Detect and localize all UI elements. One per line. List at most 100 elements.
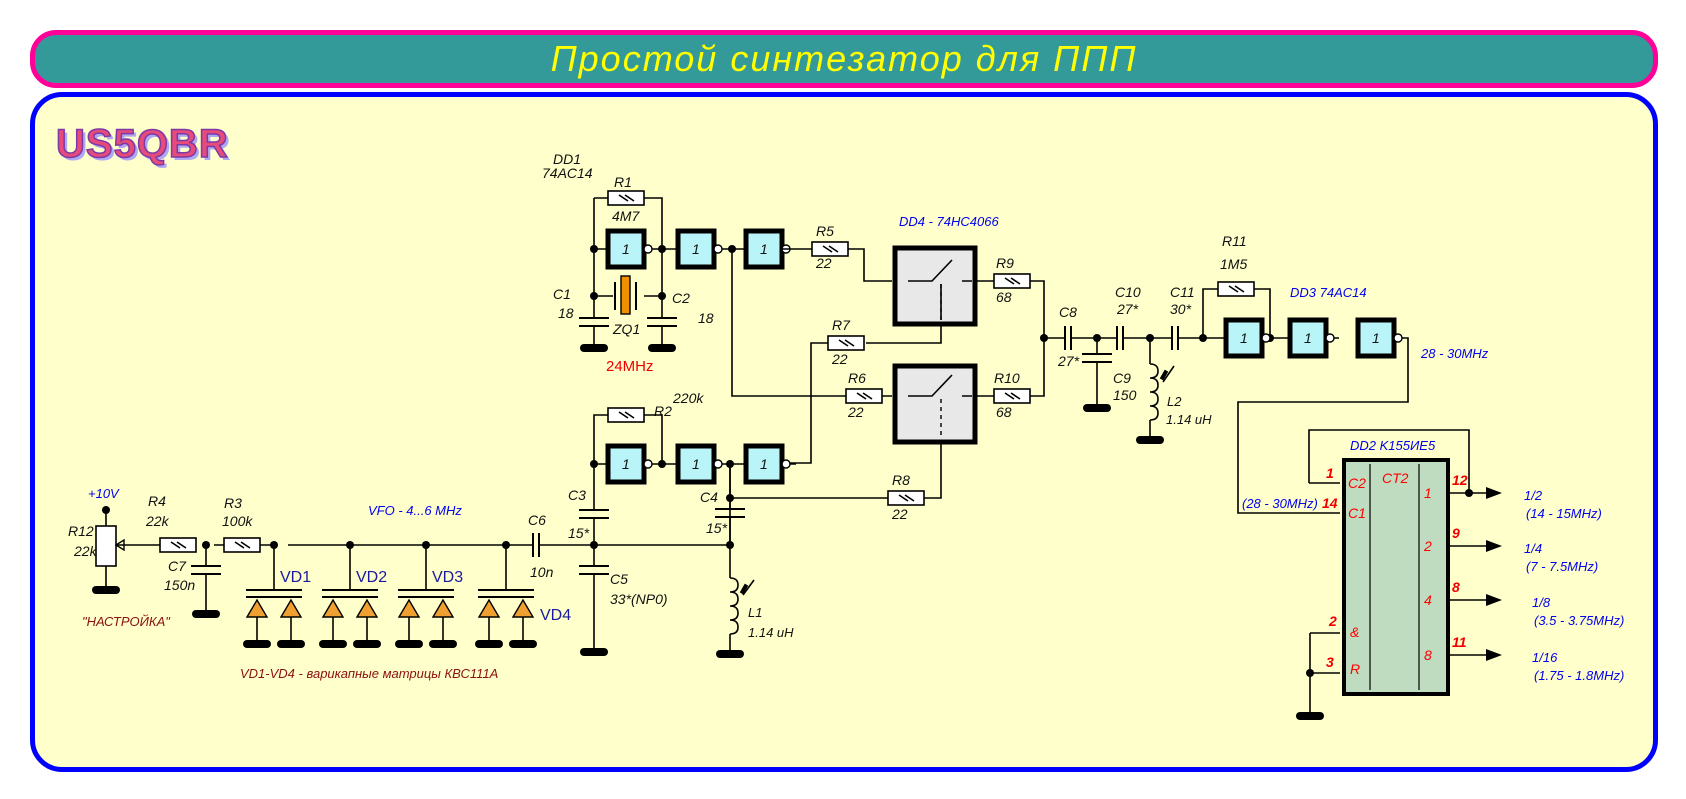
page-title: Простой синтезатор для ППП [550,38,1138,79]
resistor-r2 [607,407,645,423]
dd1-gate-1 [608,231,652,267]
c7-value: 150n [164,577,195,593]
pin-name: & [1350,624,1359,640]
resistor-r5 [811,241,849,257]
ground-icon [475,640,503,648]
ground-icon [1083,404,1111,412]
dd2-label: DD2 K155ИЕ5 [1350,438,1436,453]
varicap-vd4: VD4 [475,541,571,648]
output-weight: 8 [1424,647,1432,663]
capacitor-c8 [1064,326,1072,350]
varicaps-note: VD1-VD4 - варикапные матрицы КВС111А [240,666,498,681]
tuning-label: "НАСТРОЙКА" [82,613,171,629]
output-arrow-icon [1486,649,1502,661]
ground-icon [243,640,271,648]
r4-ref: R4 [148,493,166,509]
output-arrow-icon [1486,540,1502,552]
switch-dd4-b [892,363,978,445]
pin-name: R [1350,661,1360,677]
varicap-ref: VD4 [540,607,571,624]
output-frequency: (7 - 7.5MHz) [1526,559,1598,574]
ground-icon [92,586,120,594]
r2-ref: R2 [654,403,672,419]
output-pin: 12 [1452,472,1468,488]
c10-value: 27* [1116,301,1139,317]
resistor-r6 [845,388,883,404]
r4-value: 22k [145,513,170,529]
ground-icon [429,640,457,648]
output-frequency: (14 - 15MHz) [1526,506,1602,521]
ground-icon [509,640,537,648]
vfo-gate-3 [746,446,790,482]
capacitor-c9 [1082,353,1112,363]
r5-ref: R5 [816,223,834,239]
resistor-r11 [1217,281,1255,297]
gate-symbol: 1 [622,456,630,472]
dd4-label: DD4 - 74HC4066 [899,214,999,229]
r11-value: 1M5 [1220,256,1247,272]
output-pin: 9 [1452,525,1460,541]
output-frequency: (1.75 - 1.8MHz) [1534,668,1624,683]
l2-ref: L2 [1167,394,1182,409]
crystal-zq1 [614,275,637,315]
counter-input-freq: (28 - 30MHz) [1242,496,1318,511]
r1-value: 4M7 [612,208,640,224]
c1-ref: C1 [553,286,571,302]
gate-symbol: 1 [692,241,700,257]
c9-ref: C9 [1113,370,1131,386]
ground-icon [395,640,423,648]
c8-ref: C8 [1059,304,1077,320]
pin-number: 1 [1326,465,1334,481]
r9-ref: R9 [996,255,1014,271]
output-weight: 4 [1424,592,1432,608]
ground-icon [1296,712,1324,720]
counter-dd2 [1342,458,1450,696]
counter-type: CT2 [1382,470,1409,486]
output-pin: 8 [1452,579,1460,595]
vfo-gate-1 [608,446,652,482]
capacitor-c1 [579,317,609,327]
c2-value: 18 [698,310,714,326]
pin-number: 2 [1328,613,1337,629]
output-pin: 11 [1452,634,1467,650]
varicap-ref: VD2 [356,569,387,586]
gate-symbol: 1 [1240,330,1248,346]
capacitor-c3 [579,509,609,519]
pin-name: C2 [1348,475,1366,491]
capacitor-c7 [191,565,221,575]
output-frequency: (3.5 - 3.75MHz) [1534,613,1624,628]
capacitor-c2 [647,317,677,327]
capacitor-c11 [1171,326,1179,350]
r12-ref: R12 [68,523,94,539]
zq1-value: 24MHz [606,358,654,375]
gate-symbol: 1 [1372,330,1380,346]
output-weight: 1 [1424,485,1432,501]
ground-icon [192,610,220,618]
pin-number: 14 [1322,495,1338,511]
c1-value: 18 [558,305,574,321]
resistor-r1 [607,190,645,206]
capacitor-c5 [579,565,609,575]
resistor-r3 [223,537,261,553]
gate-symbol: 1 [760,241,768,257]
output-weight: 2 [1423,538,1432,554]
potentiometer-r12[interactable] [95,525,117,567]
inductor-l2 [1149,363,1159,421]
dd1-part: 74AC14 [542,165,593,181]
varicap-ref: VD1 [280,569,311,586]
vfo-gate-2 [678,446,722,482]
resistor-r9 [993,273,1031,289]
r3-ref: R3 [224,495,242,511]
ground-icon [353,640,381,648]
c3-value: 15* [568,525,590,541]
gate-symbol: 1 [1304,330,1312,346]
varicap-vd1: VD1 [243,541,311,648]
c5-value: 33*(NP0) [610,591,668,607]
r8-ref: R8 [892,472,910,488]
c2-ref: C2 [672,290,690,306]
gate-symbol: 1 [622,241,630,257]
c11-ref: C11 [1170,284,1195,300]
output-ratio: 1/2 [1524,488,1543,503]
title-bar: Простой синтезатор для ППП [30,30,1658,88]
zq1-ref: ZQ1 [612,321,640,337]
